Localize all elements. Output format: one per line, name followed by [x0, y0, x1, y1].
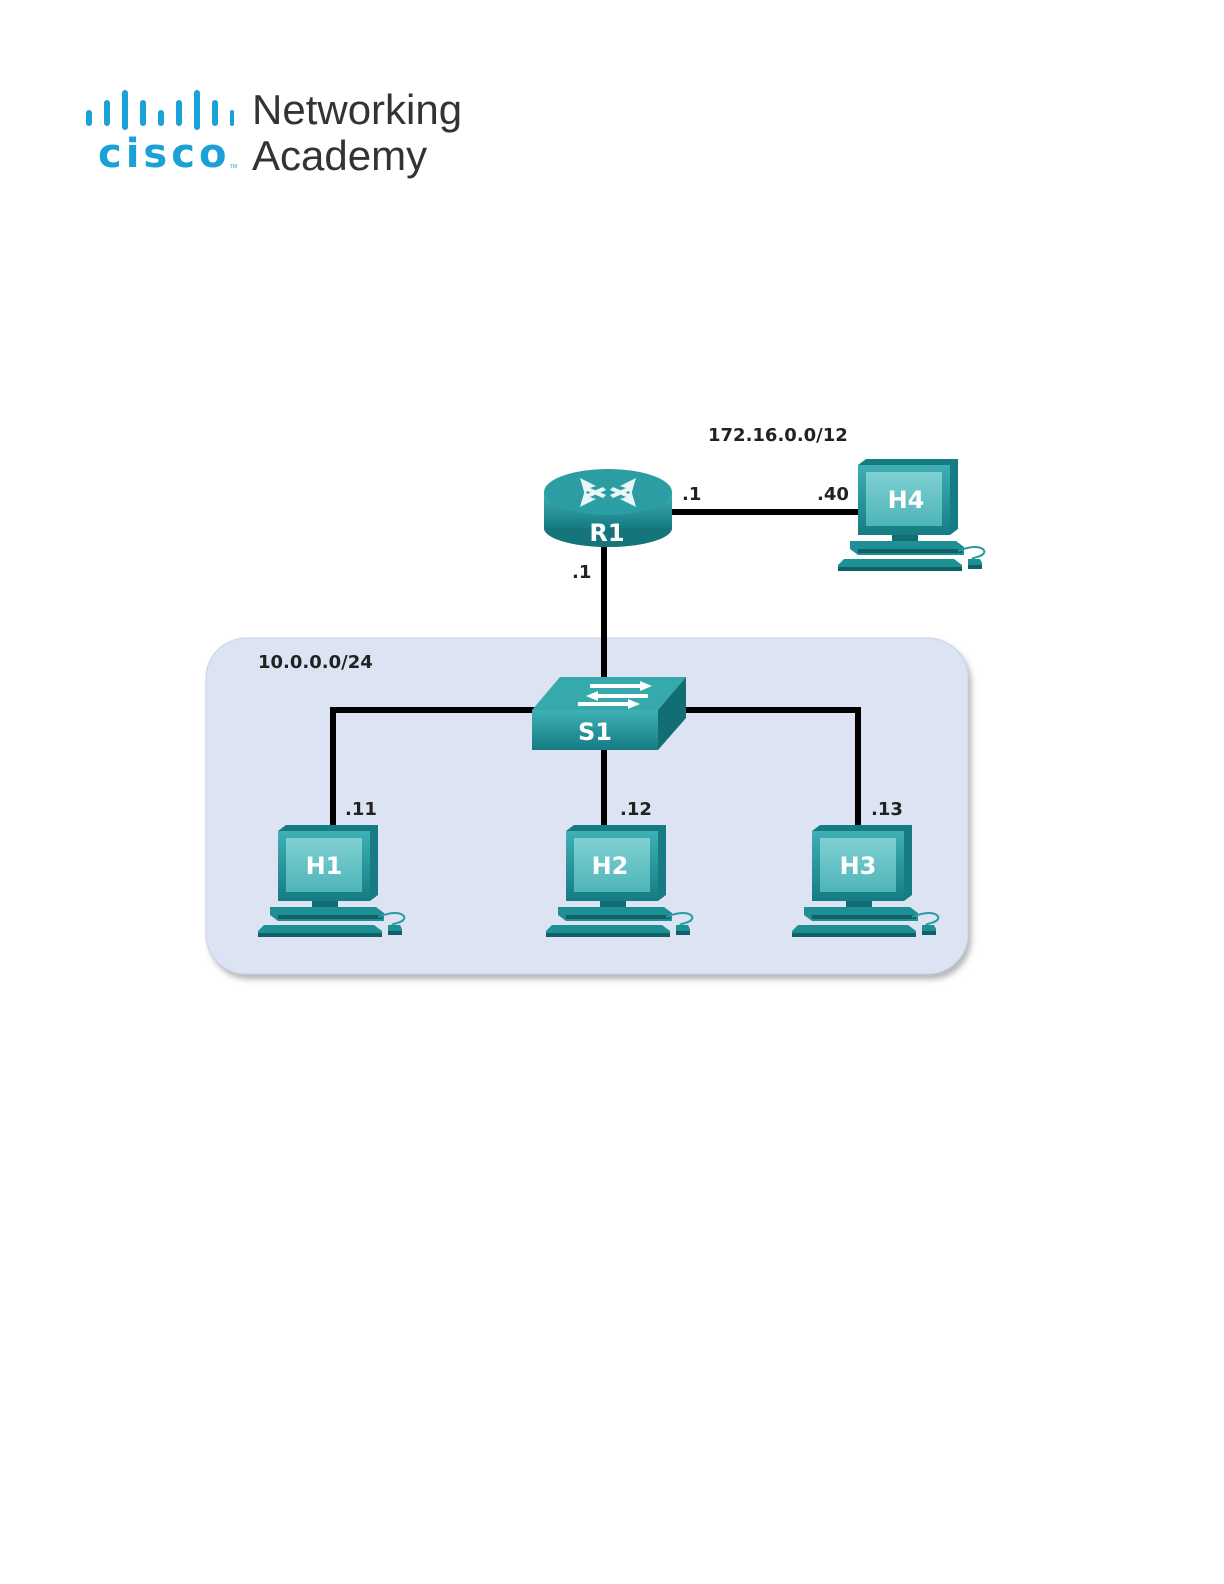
lan-network-label: 10.0.0.0/24 — [258, 652, 373, 673]
addr-h1: .11 — [345, 799, 377, 820]
addr-h2: .12 — [620, 799, 652, 820]
router-label: R1 — [589, 519, 624, 547]
addr-h3: .13 — [871, 799, 903, 820]
host-h1-label: H1 — [306, 852, 343, 880]
wan-network-label: 172.16.0.0/12 — [708, 425, 848, 446]
host-h4: H4 — [838, 459, 984, 571]
addr-h4: .40 — [817, 484, 849, 505]
host-h3-label: H3 — [840, 852, 877, 880]
host-h4-label: H4 — [888, 486, 925, 514]
host-h2-label: H2 — [592, 852, 629, 880]
addr-r1-lan: .1 — [572, 562, 591, 583]
router-r1: R1 — [544, 469, 672, 547]
addr-r1-wan: .1 — [682, 484, 701, 505]
switch-label: S1 — [578, 718, 612, 746]
switch-s1: S1 — [532, 677, 686, 750]
